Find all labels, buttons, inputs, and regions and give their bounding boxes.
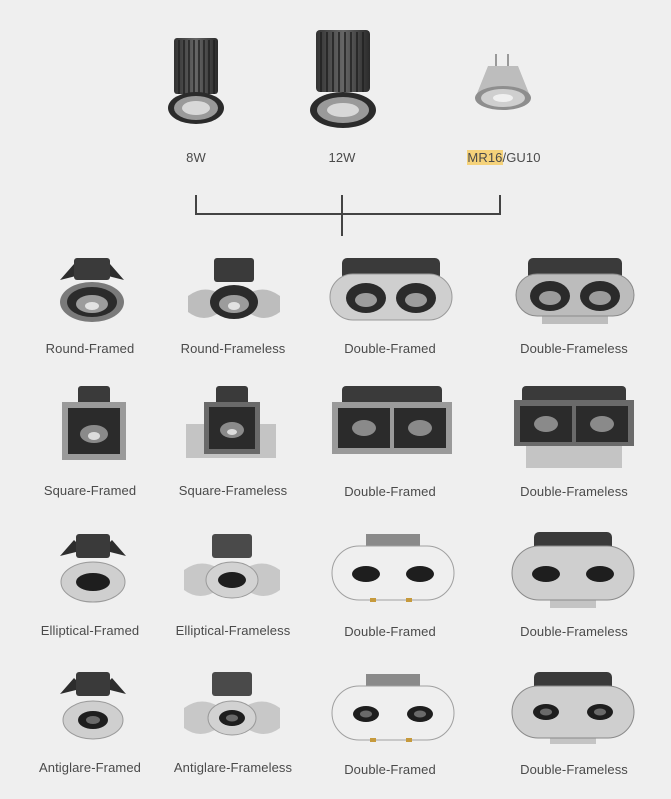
product-elliptical-frameless-image: [180, 530, 284, 604]
product-square-double-framed-image: [330, 384, 454, 458]
product-antiglare-frameless-image: [180, 668, 284, 742]
product-elliptical-framed-image: [54, 530, 132, 604]
source-label-gu10: /GU10: [502, 150, 541, 165]
label-antiglare-framed: Antiglare-Framed: [38, 760, 142, 775]
label-antiglare-double-framed: Double-Framed: [344, 762, 436, 777]
product-antiglare-double-framed-image: [330, 670, 456, 746]
source-label-mr16-highlight: MR16: [467, 150, 503, 165]
label-square-framed: Square-Framed: [43, 483, 137, 498]
label-elliptical-double-frameless: Double-Frameless: [520, 624, 628, 639]
label-antiglare-frameless: Antiglare-Frameless: [173, 760, 293, 775]
product-elliptical-double-frameless-image: [510, 530, 636, 610]
source-12w-image: [302, 28, 384, 132]
label-elliptical-framed: Elliptical-Framed: [40, 623, 140, 638]
product-antiglare-double-frameless-image: [510, 670, 636, 746]
label-square-double-frameless: Double-Frameless: [520, 484, 628, 499]
label-elliptical-double-framed: Double-Framed: [344, 624, 436, 639]
source-mr16-image: [470, 52, 536, 114]
label-square-double-framed: Double-Framed: [344, 484, 436, 499]
product-round-double-frameless-image: [514, 256, 636, 326]
label-round-double-framed: Double-Framed: [344, 341, 436, 356]
label-round-frameless: Round-Frameless: [180, 341, 286, 356]
product-square-frameless-image: [182, 384, 280, 460]
product-round-framed-image: [54, 254, 130, 326]
label-square-frameless: Square-Frameless: [178, 483, 288, 498]
product-square-framed-image: [58, 384, 130, 462]
source-8w-image: [162, 36, 230, 128]
connector-bracket: [0, 0, 671, 240]
label-round-double-frameless: Double-Frameless: [520, 341, 628, 356]
source-label-mr16-gu10: MR16/GU10: [462, 150, 546, 165]
product-antiglare-framed-image: [54, 668, 132, 742]
source-label-8w: 8W: [186, 150, 206, 165]
label-elliptical-frameless: Elliptical-Frameless: [175, 623, 291, 638]
label-antiglare-double-frameless: Double-Frameless: [520, 762, 628, 777]
product-round-double-framed-image: [328, 256, 454, 322]
label-round-framed: Round-Framed: [45, 341, 135, 356]
source-label-12w: 12W: [328, 150, 356, 165]
product-round-frameless-image: [184, 254, 284, 326]
product-square-double-frameless-image: [512, 384, 636, 470]
product-elliptical-double-framed-image: [330, 530, 456, 604]
